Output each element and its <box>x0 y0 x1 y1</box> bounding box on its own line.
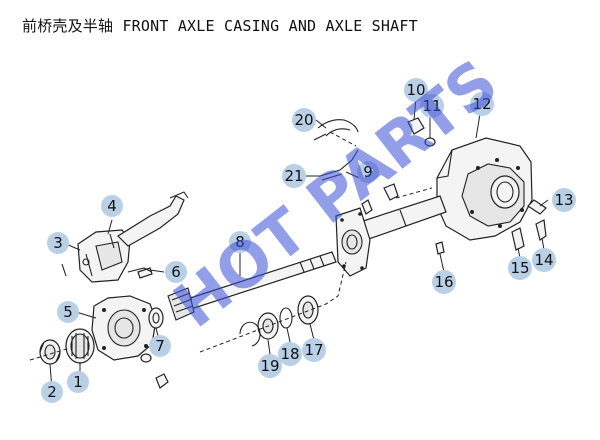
part-9-elbow <box>383 183 399 201</box>
part-7-seal <box>148 307 164 329</box>
callout-5: 5 <box>57 301 79 323</box>
callout-19: 19 <box>258 354 282 378</box>
callout-8-label: 8 <box>235 233 245 251</box>
callout-16: 16 <box>432 270 456 294</box>
callout-20: 20 <box>292 108 316 132</box>
callout-3-label: 3 <box>53 234 63 252</box>
callout-10-label: 10 <box>406 81 425 99</box>
callout-1-label: 1 <box>73 373 83 391</box>
snap-ring <box>239 321 261 347</box>
callout-4: 4 <box>101 195 123 217</box>
part-14-bolt <box>535 219 547 241</box>
flange-bolt <box>361 199 373 215</box>
callout-9-label: 9 <box>363 163 373 181</box>
part-1-bearing <box>65 328 95 364</box>
small-fasteners <box>61 263 169 389</box>
callout-1: 1 <box>67 371 89 393</box>
callout-21: 21 <box>282 164 306 188</box>
part-8-axle-shaft <box>167 251 337 321</box>
callout-14-label: 14 <box>534 251 553 269</box>
callout-15: 15 <box>508 256 532 280</box>
part-4-knuckle <box>77 191 189 283</box>
callout-21-label: 21 <box>284 167 303 185</box>
callout-3: 3 <box>47 232 69 254</box>
callout-7: 7 <box>149 335 171 357</box>
callout-18: 18 <box>278 342 302 366</box>
callout-17-label: 17 <box>304 341 323 359</box>
callout-20-label: 20 <box>294 111 313 129</box>
assembly-lines <box>29 131 433 361</box>
callout-7-label: 7 <box>155 337 165 355</box>
callout-19-label: 19 <box>260 357 279 375</box>
callout-6-label: 6 <box>171 263 181 281</box>
callout-15-label: 15 <box>510 259 529 277</box>
callout-17: 17 <box>302 338 326 362</box>
page-title: 前桥壳及半轴 FRONT AXLE CASING AND AXLE SHAFT <box>22 15 418 36</box>
part-18-ring <box>279 307 293 329</box>
callout-18-label: 18 <box>280 345 299 363</box>
part-12-axle-housing <box>436 137 533 241</box>
callout-9: 9 <box>357 161 379 183</box>
title-chinese: 前桥壳及半轴 <box>22 17 114 35</box>
part-13-bolt <box>527 199 547 215</box>
part-20-hose <box>313 119 359 141</box>
part-6-sensor <box>127 267 153 273</box>
part-5-hub <box>91 295 157 361</box>
part-17-bearing <box>297 295 319 325</box>
part-21-vent-pipe <box>319 149 359 181</box>
tube-flange <box>335 207 371 277</box>
callout-13: 13 <box>552 188 576 212</box>
callout-6: 6 <box>165 261 187 283</box>
callout-11: 11 <box>420 94 444 118</box>
callout-16-label: 16 <box>434 273 453 291</box>
callout-10: 10 <box>404 78 428 102</box>
part-15-bolt <box>511 227 525 251</box>
callout-12: 12 <box>470 92 494 116</box>
callout-13-label: 13 <box>554 191 573 209</box>
callout-11-label: 11 <box>422 97 441 115</box>
callout-12-label: 12 <box>472 95 491 113</box>
callout-2: 2 <box>41 381 63 403</box>
callout-14: 14 <box>532 248 556 272</box>
title-english: FRONT AXLE CASING AND AXLE SHAFT <box>122 17 418 35</box>
part-10-plug <box>407 117 425 135</box>
part-2-nut <box>39 339 61 365</box>
callout-2-label: 2 <box>47 383 57 401</box>
callout-5-label: 5 <box>63 303 73 321</box>
part-16-bolt <box>435 241 445 255</box>
callout-4-label: 4 <box>107 197 117 215</box>
callout-8: 8 <box>229 231 251 253</box>
